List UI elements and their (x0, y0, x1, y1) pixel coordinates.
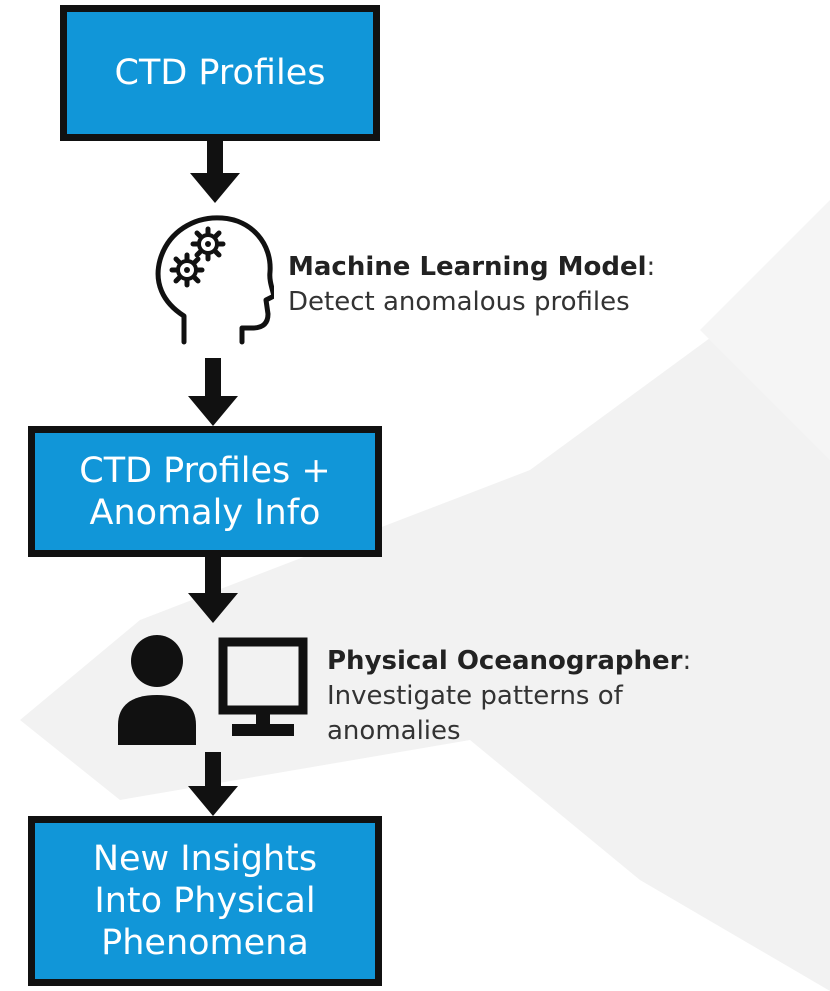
arrow-down-4 (188, 752, 238, 816)
ctd-profiles-anomaly-box: CTD Profiles + Anomaly Info (28, 426, 382, 557)
person-icon (118, 635, 196, 745)
arrow-down-2 (188, 358, 238, 426)
oceanographer-description-line-1: Investigate patterns of (327, 681, 623, 711)
computer-monitor-icon (218, 637, 308, 736)
ctd-profiles-box: CTD Profiles (60, 5, 380, 141)
new-insights-box: New Insights Into Physical Phenomena (28, 816, 382, 986)
oceanographer-title-line: Physical Oceanographer: (327, 644, 691, 679)
machine-learning-title: Machine Learning Model (288, 252, 647, 282)
oceanographer-description-line-2: anomalies (327, 716, 461, 746)
machine-learning-note: Machine Learning Model: Detect anomalous… (288, 250, 655, 320)
machine-learning-colon: : (646, 252, 656, 282)
head-gears-icon (155, 215, 274, 345)
oceanographer-title: Physical Oceanographer (327, 646, 683, 676)
oceanographer-colon: : (682, 646, 692, 676)
person-computer-icon (118, 635, 308, 745)
machine-learning-description: Detect anomalous profiles (288, 287, 630, 317)
arrow-down-1 (190, 141, 240, 203)
arrow-down-3 (188, 557, 238, 623)
ctd-profiles-anomaly-label: CTD Profiles + Anomaly Info (79, 450, 331, 533)
physical-oceanographer-note: Physical Oceanographer: Investigate patt… (327, 644, 691, 749)
machine-learning-title-line: Machine Learning Model: (288, 250, 655, 285)
new-insights-label: New Insights Into Physical Phenomena (92, 839, 318, 963)
ctd-profiles-label: CTD Profiles (114, 53, 326, 93)
